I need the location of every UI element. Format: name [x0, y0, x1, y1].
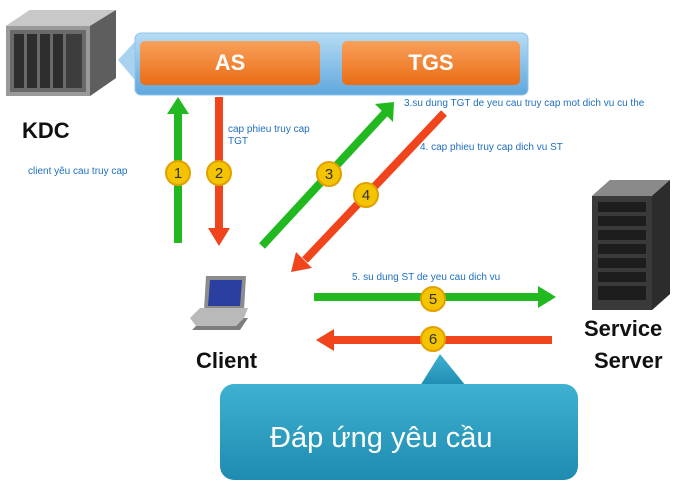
kdc-label: KDC — [22, 118, 70, 143]
response-callout — [220, 354, 578, 480]
tgs-box — [342, 41, 520, 85]
step-badge-5: 5 — [420, 286, 446, 312]
note-step4: 4. cap phieu truy cap dich vu ST — [420, 142, 563, 153]
note-step3: 3.su dung TGT de yeu cau truy cap mot di… — [404, 98, 645, 109]
tgs-label: TGS — [408, 50, 454, 75]
kdc-server-icon — [6, 10, 116, 96]
step-badge-6: 6 — [420, 326, 446, 352]
service-label-line1: Service — [584, 316, 663, 341]
as-box — [140, 41, 320, 85]
laptop-icon — [190, 276, 248, 330]
client-label: Client — [196, 348, 258, 373]
callout-text: Đáp ứng yêu cầu — [270, 422, 493, 454]
service-label-line2: Server — [594, 348, 663, 373]
note-step2-line1: cap phieu truy cap — [228, 124, 310, 135]
note-step5: 5. su dung ST de yeu cau dich vu — [352, 272, 501, 283]
step-badge-3: 3 — [316, 161, 342, 187]
service-server-icon — [592, 180, 670, 310]
note-step2-line2: TGT — [228, 136, 248, 147]
step-badge-2: 2 — [206, 160, 232, 186]
step-badge-4: 4 — [353, 182, 379, 208]
note-step1: client yêu cau truy cap — [28, 166, 128, 177]
as-label: AS — [214, 50, 246, 75]
step-badge-1: 1 — [165, 160, 191, 186]
